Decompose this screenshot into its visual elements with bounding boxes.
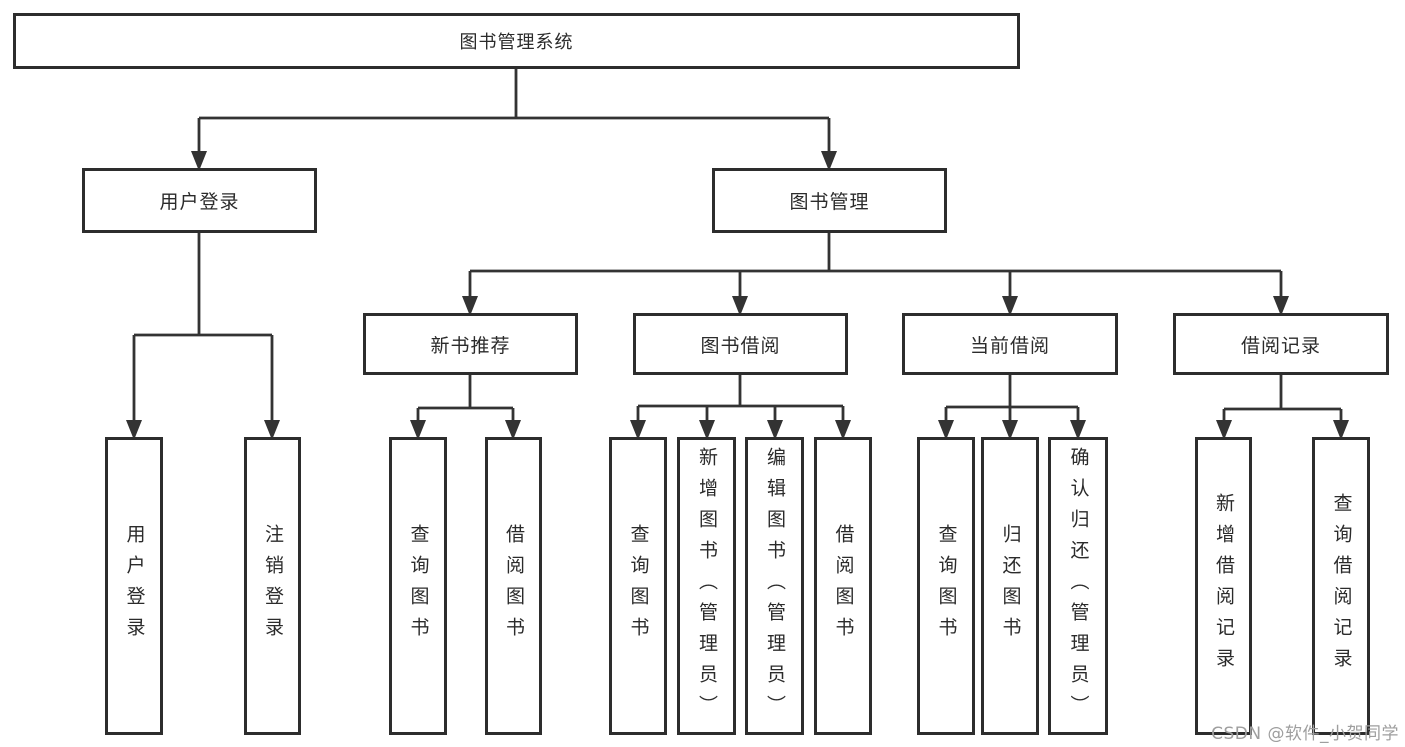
leaf-borrow-books: 借阅图书 bbox=[814, 437, 872, 735]
arrowhead bbox=[835, 420, 851, 440]
leaf-add-borrow-record: 新增借阅记录 bbox=[1195, 437, 1252, 735]
node-label: 用户登录 bbox=[159, 191, 240, 213]
leaf-add-book-admin: 新增图书（管理员） bbox=[677, 437, 736, 735]
leaf-label: 查询图书 bbox=[935, 524, 958, 648]
leaf-label: 编辑图书（管理员） bbox=[764, 446, 786, 726]
arrowhead bbox=[767, 420, 783, 440]
leaf-query-books-current: 查询图书 bbox=[917, 437, 975, 735]
node-label: 借阅记录 bbox=[1240, 334, 1321, 357]
leaf-label: 借阅图书 bbox=[832, 524, 855, 648]
leaf-label: 新增借阅记录 bbox=[1213, 493, 1235, 679]
arrowhead bbox=[821, 151, 837, 171]
node-label: 图书借阅 bbox=[700, 334, 781, 357]
leaf-label: 归还图书 bbox=[999, 524, 1022, 648]
arrowhead bbox=[1070, 420, 1086, 440]
leaf-query-books-borrow: 查询图书 bbox=[609, 437, 667, 735]
leaf-label: 查询图书 bbox=[407, 524, 430, 648]
arrowhead bbox=[732, 296, 748, 316]
arrowhead bbox=[462, 296, 478, 316]
leaf-label: 借阅图书 bbox=[503, 524, 525, 648]
node-current-borrowing: 当前借阅 bbox=[902, 313, 1118, 375]
leaf-label: 注销登录 bbox=[262, 524, 284, 648]
leaf-label: 查询借阅记录 bbox=[1330, 493, 1353, 679]
leaf-label: 新增图书（管理员） bbox=[696, 446, 718, 726]
leaf-borrow-books-recommend: 借阅图书 bbox=[485, 437, 542, 735]
leaf-confirm-return-admin: 确认归还（管理员） bbox=[1048, 437, 1108, 735]
node-book-borrowing: 图书借阅 bbox=[633, 313, 848, 375]
leaf-edit-book-admin: 编辑图书（管理员） bbox=[745, 437, 804, 735]
arrowhead bbox=[1333, 420, 1349, 440]
leaf-user-login: 用户登录 bbox=[105, 437, 163, 735]
node-borrowing-records: 借阅记录 bbox=[1173, 313, 1389, 375]
arrowhead bbox=[410, 420, 426, 440]
node-label: 新书推荐 bbox=[430, 334, 511, 357]
arrowhead bbox=[505, 420, 521, 440]
node-user-login: 用户登录 bbox=[82, 168, 317, 233]
leaf-label: 用户登录 bbox=[123, 524, 146, 648]
arrowhead bbox=[191, 151, 207, 171]
arrowhead bbox=[1273, 296, 1289, 316]
arrowhead bbox=[630, 420, 646, 440]
node-label: 图书管理 bbox=[789, 191, 870, 213]
node-root-label: 图书管理系统 bbox=[459, 32, 574, 53]
leaf-label: 查询图书 bbox=[627, 524, 650, 648]
leaf-query-borrow-record: 查询借阅记录 bbox=[1312, 437, 1370, 735]
arrowhead bbox=[938, 420, 954, 440]
leaf-logout: 注销登录 bbox=[244, 437, 301, 735]
arrowhead bbox=[699, 420, 715, 440]
arrowhead bbox=[126, 420, 142, 440]
leaf-query-books-recommend: 查询图书 bbox=[389, 437, 447, 735]
watermark: CSDN @软件_小贺同学 bbox=[1211, 724, 1399, 744]
arrowhead bbox=[1002, 420, 1018, 440]
leaf-label: 确认归还（管理员） bbox=[1067, 446, 1090, 726]
node-new-book-recommend: 新书推荐 bbox=[363, 313, 578, 375]
arrowhead bbox=[264, 420, 280, 440]
arrowhead bbox=[1216, 420, 1232, 440]
node-book-management: 图书管理 bbox=[712, 168, 947, 233]
node-root: 图书管理系统 bbox=[13, 13, 1020, 69]
arrowhead bbox=[1002, 296, 1018, 316]
leaf-return-book: 归还图书 bbox=[981, 437, 1039, 735]
node-label: 当前借阅 bbox=[969, 334, 1050, 357]
